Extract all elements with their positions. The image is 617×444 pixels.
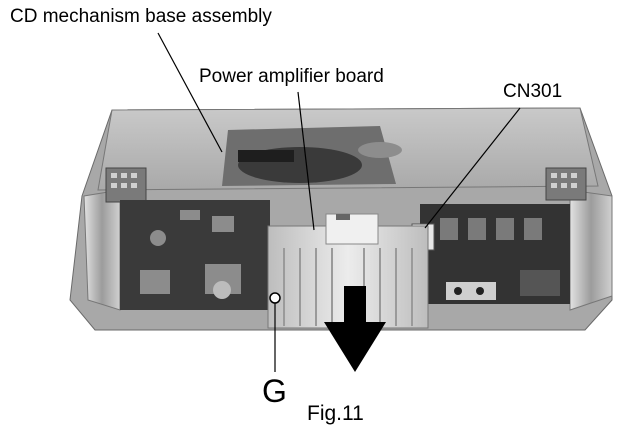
screw-g-marker bbox=[269, 292, 281, 304]
circuit-boards bbox=[120, 200, 570, 310]
figure-caption: Fig.11 bbox=[307, 402, 364, 425]
side-brackets bbox=[83, 167, 613, 311]
label-power-amplifier-board: Power amplifier board bbox=[199, 66, 384, 87]
label-cn301: CN301 bbox=[503, 81, 563, 102]
arrow-down-icon bbox=[324, 286, 386, 372]
label-cd-mechanism: CD mechanism base assembly bbox=[10, 6, 272, 27]
label-screw-g: G bbox=[262, 373, 287, 409]
leader-lines bbox=[157, 32, 521, 372]
